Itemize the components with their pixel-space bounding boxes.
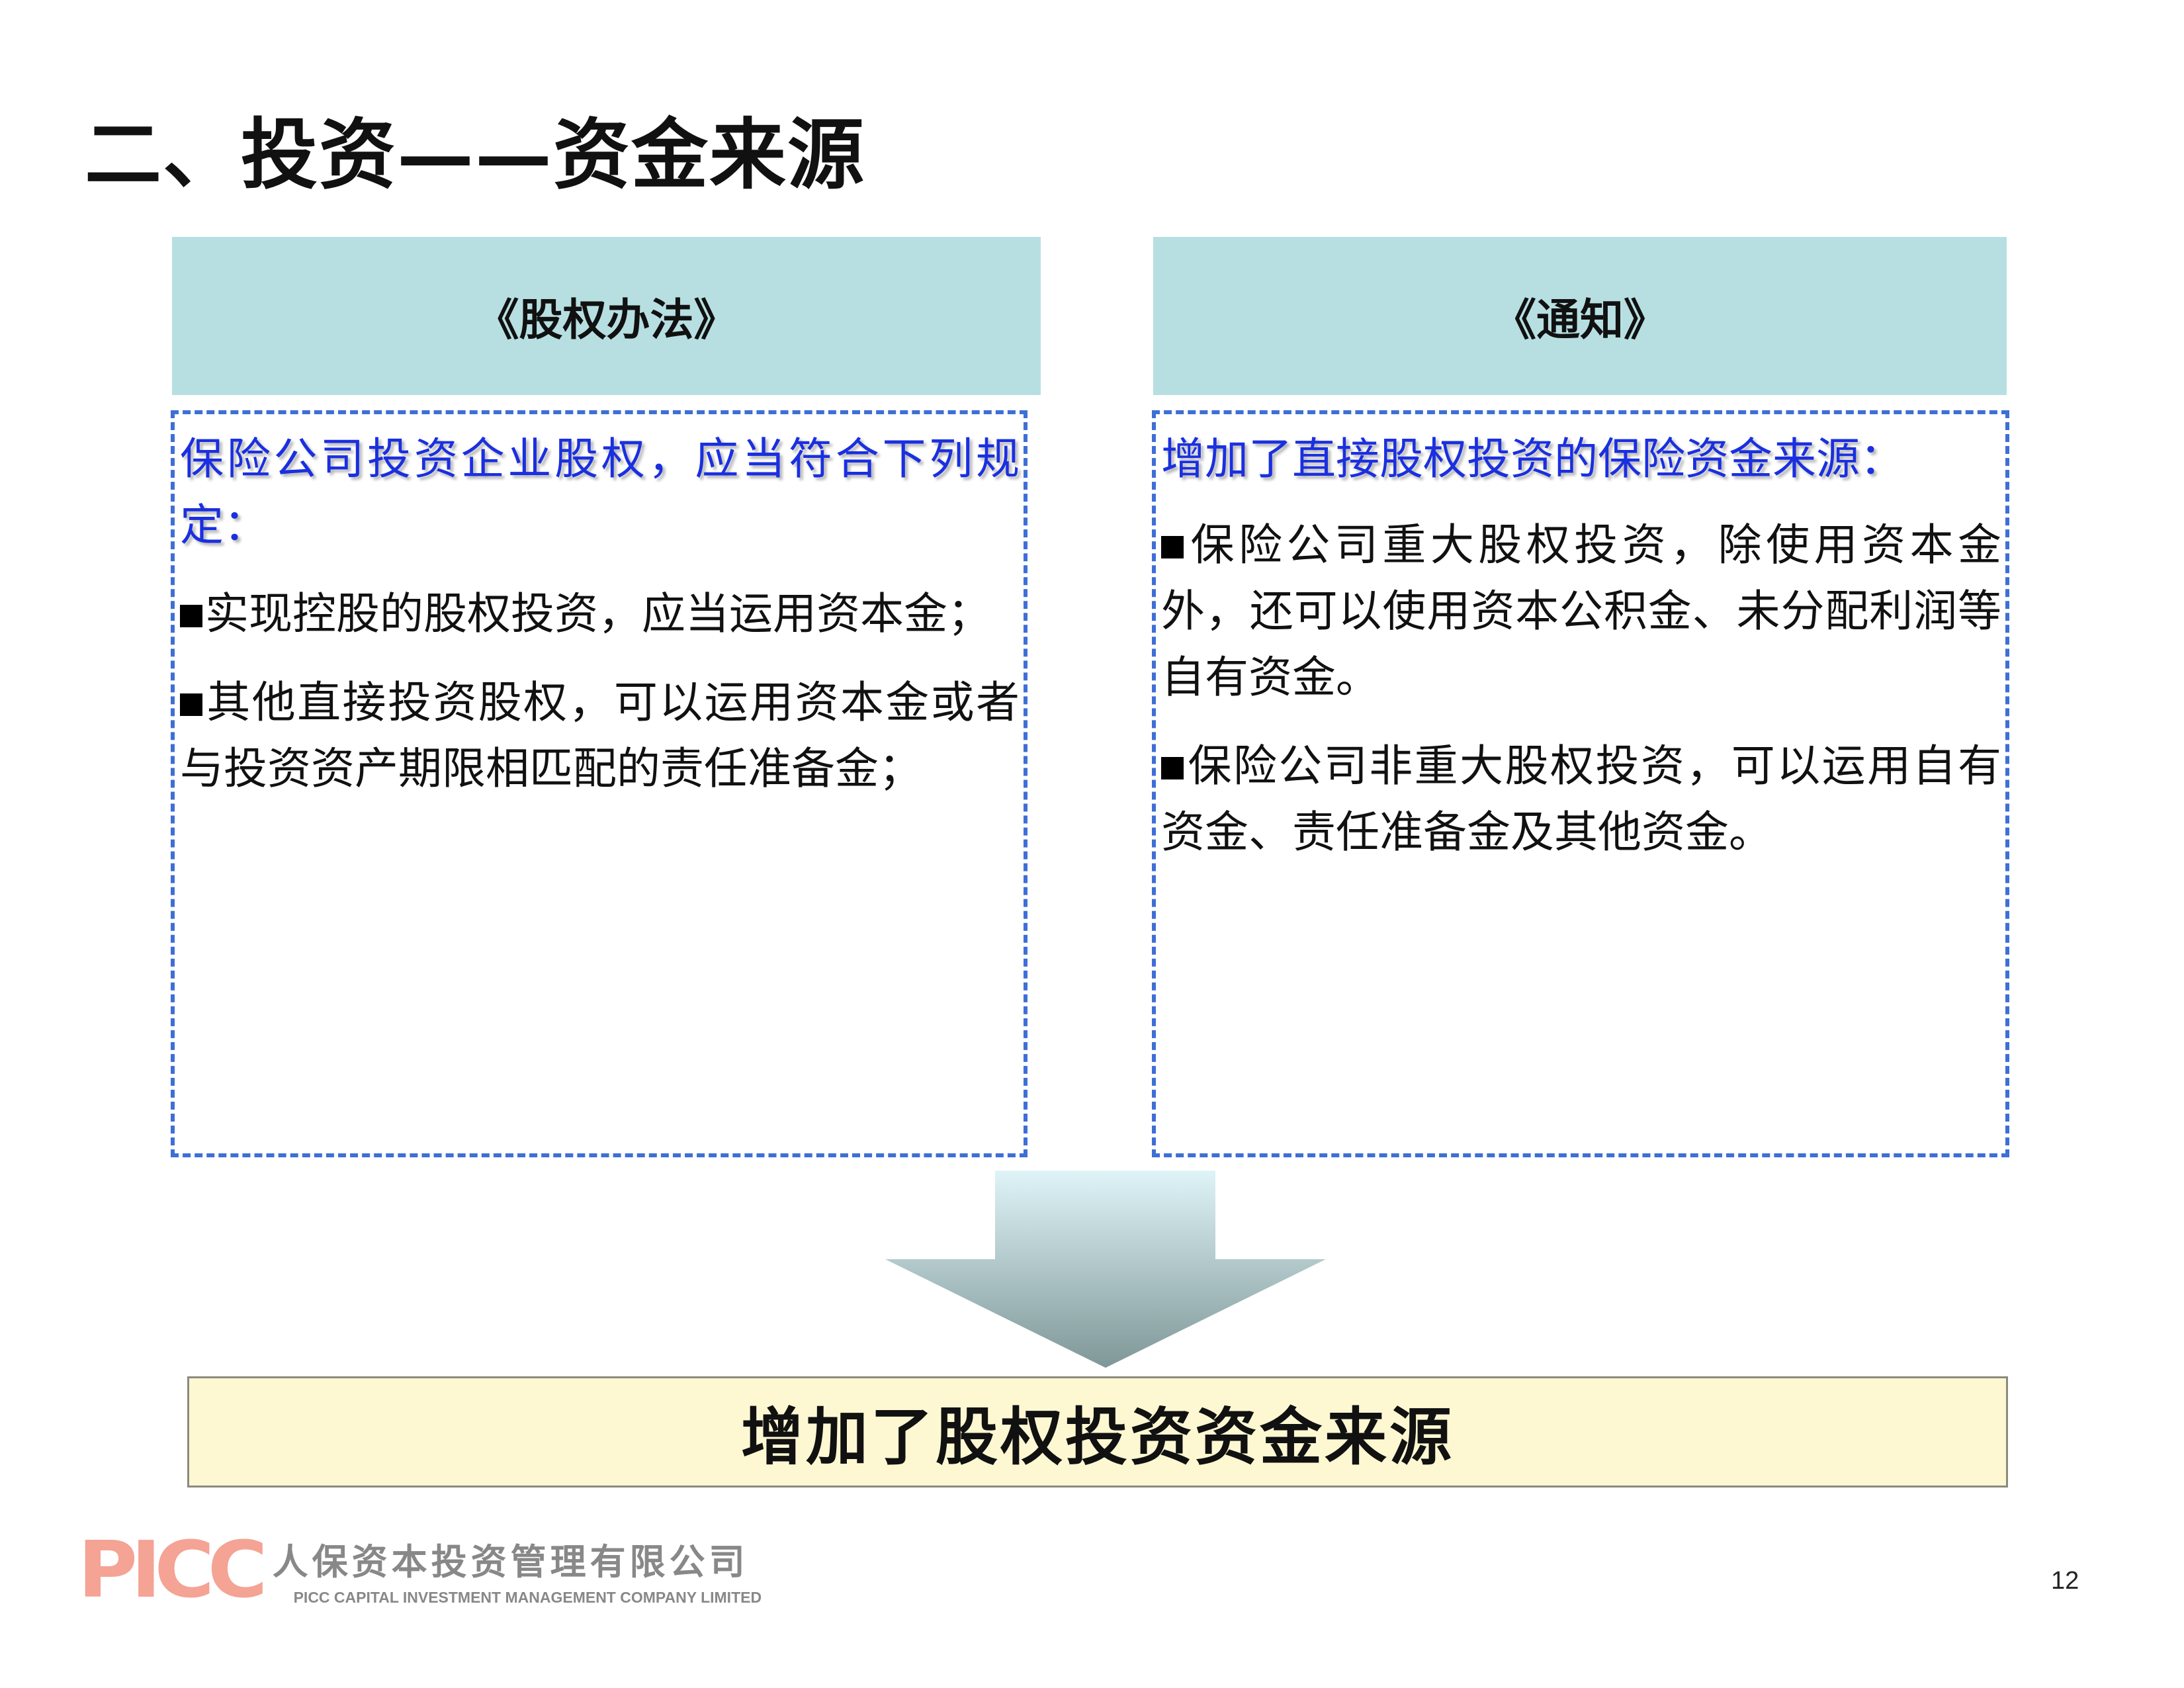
right-content-box: 增加了直接股权投资的保险资金来源： 保险公司重大股权投资，除使用资本金外，还可以…: [1152, 410, 2009, 1157]
right-header: 《通知》: [1153, 237, 2007, 395]
slide-title: 二、投资——资金来源: [85, 110, 865, 200]
left-item: 实现控股的股权投资，应当运用资本金；: [180, 581, 1020, 647]
page-number: 12: [2051, 1567, 2079, 1595]
logo-chinese-name: 人保资本投资管理有限公司: [272, 1541, 749, 1583]
square-bullet-icon: [1161, 757, 1184, 779]
left-content-box: 保险公司投资企业股权，应当符合下列规定： 实现控股的股权投资，应当运用资本金； …: [171, 410, 1027, 1157]
conclusion-box: 增加了股权投资资金来源: [187, 1376, 2008, 1488]
square-bullet-icon: [180, 693, 202, 716]
right-item: 保险公司非重大股权投资，可以运用自有资金、责任准备金及其他资金。: [1161, 740, 2001, 858]
left-lead: 保险公司投资企业股权，应当符合下列规定：: [180, 433, 1020, 551]
company-logo: PICC 人保资本投资管理有限公司 PICC CAPITAL INVESTMEN…: [77, 1531, 762, 1609]
left-item: 其他直接投资股权，可以运用资本金或者与投资资产期限相匹配的责任准备金；: [180, 677, 1020, 794]
logo-english-name: PICC CAPITAL INVESTMENT MANAGEMENT COMPA…: [293, 1589, 762, 1606]
logo-mark: PICC: [77, 1524, 267, 1615]
left-header: 《股权办法》: [172, 237, 1041, 395]
right-item: 保险公司重大股权投资，除使用资本金外，还可以使用资本公积金、未分配利润等自有资金…: [1161, 519, 2001, 703]
down-arrow-icon: [885, 1171, 1326, 1368]
square-bullet-icon: [1161, 536, 1184, 558]
right-lead: 增加了直接股权投资的保险资金来源：: [1161, 433, 1903, 484]
square-bullet-icon: [180, 605, 202, 627]
